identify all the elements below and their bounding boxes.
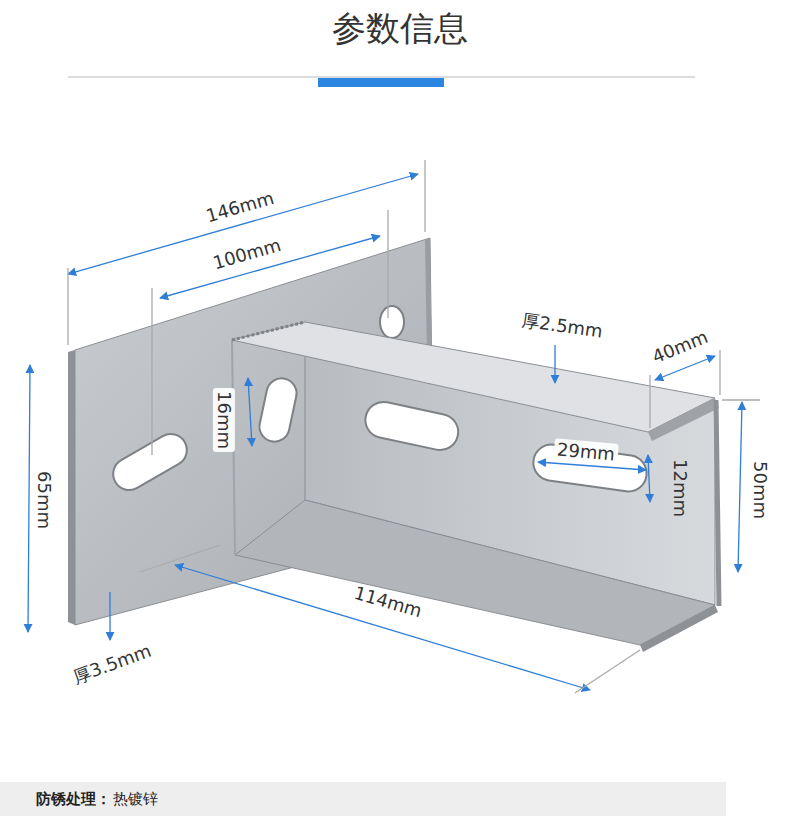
page-title: 参数信息 xyxy=(0,6,800,52)
dimension-label: 16mm xyxy=(213,388,235,452)
dimension-label: 厚2.5mm xyxy=(517,309,607,343)
dimension-label: 100mm xyxy=(208,233,287,275)
dimension-label: 146mm xyxy=(201,186,280,228)
dimension-label: 65mm xyxy=(33,468,55,532)
dimension-label: 50mm xyxy=(749,458,771,522)
spec-key: 防锈处理： xyxy=(36,790,111,809)
dimension-label: 40mm xyxy=(646,325,713,369)
spec-value: 热镀锌 xyxy=(113,790,158,809)
dimension-label: 12mm xyxy=(669,456,691,520)
dimension-label: 厚3.5mm xyxy=(67,639,157,689)
